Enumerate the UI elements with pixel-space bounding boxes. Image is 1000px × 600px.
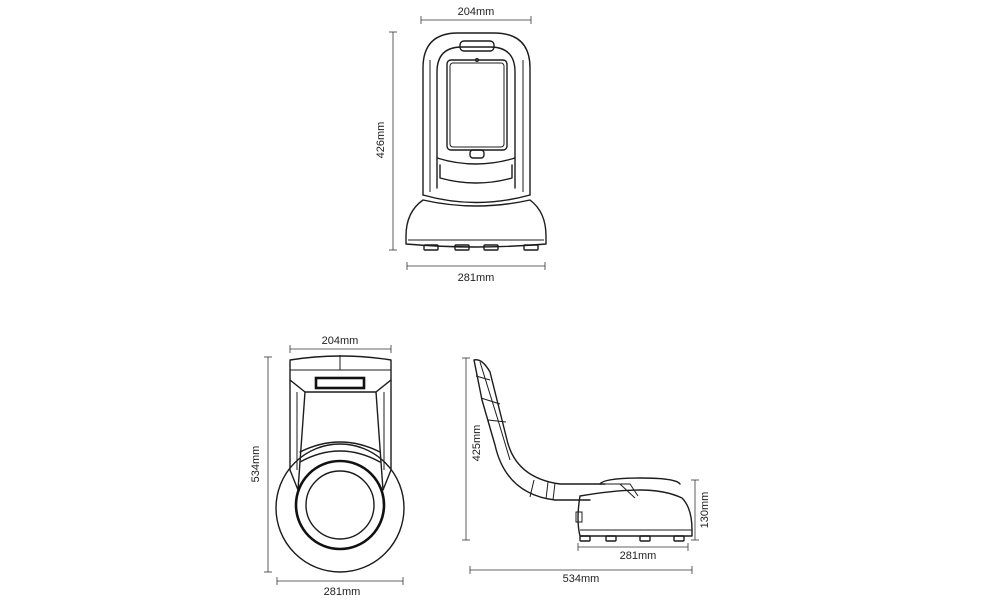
front-top-slot: [459, 40, 495, 52]
front-base-dome: [405, 199, 547, 248]
side-base-body: [577, 489, 693, 537]
side-foot: [639, 535, 651, 542]
side-base-width-label: 281mm: [620, 550, 657, 562]
top-view: 204mm 534mm 281mm: [250, 335, 405, 598]
front-outer-arch: [422, 32, 531, 196]
front-base-width-label: 281mm: [458, 272, 495, 284]
front-foot: [523, 244, 539, 251]
top-length-label: 534mm: [250, 446, 262, 483]
top-slot: [314, 376, 366, 390]
front-view: 204mm 426mm 281mm: [375, 6, 547, 284]
front-height-dimension: 426mm: [375, 31, 397, 251]
top-top-width-label: 204mm: [322, 335, 359, 347]
side-height-dimension: 425mm: [462, 357, 483, 541]
top-right-rail: [375, 379, 392, 491]
side-base-height-dimension: 130mm: [691, 479, 711, 541]
side-arm-outer: [473, 359, 606, 485]
side-base-cap: [599, 477, 681, 485]
top-base-inner-circle: [305, 470, 375, 540]
top-width-dimension: 204mm: [289, 335, 392, 353]
side-arm-inner: [473, 359, 591, 501]
side-length-dimension: 534mm: [469, 566, 693, 585]
front-foot: [423, 244, 439, 251]
top-base-width-label: 281mm: [324, 586, 361, 598]
top-base-outer-circle: [275, 443, 405, 573]
side-base-height-label: 130mm: [699, 492, 711, 529]
top-length-dimension: 534mm: [250, 356, 272, 573]
side-foot: [579, 535, 591, 542]
top-left-rail: [289, 379, 306, 491]
side-base-width-dimension: 281mm: [577, 543, 689, 562]
top-base-width-dimension: 281mm: [276, 577, 404, 598]
front-top-width-label: 204mm: [458, 6, 495, 18]
side-length-label: 534mm: [563, 573, 600, 585]
front-base-width-dimension: 281mm: [406, 262, 546, 284]
front-top-width-dimension: 204mm: [420, 6, 532, 24]
front-inner-arch: [436, 46, 516, 189]
front-foot: [454, 244, 470, 251]
side-foot: [673, 535, 685, 542]
side-view: 425mm 130mm 281mm 534mm: [462, 357, 711, 585]
side-foot: [605, 535, 617, 542]
side-height-label: 425mm: [471, 425, 483, 462]
front-connector: [469, 149, 485, 159]
top-base-ring: [294, 459, 386, 551]
front-height-label: 426mm: [375, 122, 387, 159]
front-foot: [483, 244, 499, 251]
front-tablet: [446, 59, 508, 151]
